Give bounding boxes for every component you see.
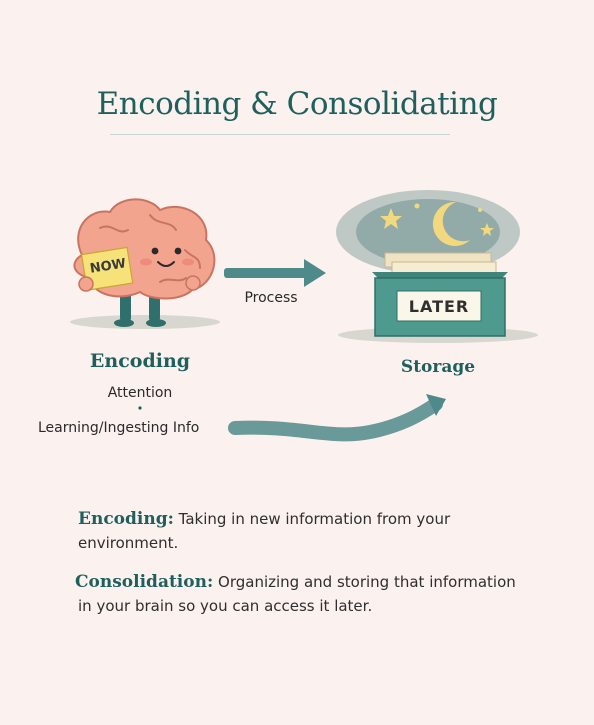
definition-encoding-term: Encoding: <box>78 509 174 529</box>
definition-consolidation-line1: Consolidation: Organizing and storing th… <box>75 570 555 594</box>
title-divider <box>110 134 450 135</box>
encoding-heading: Encoding <box>89 350 191 372</box>
definition-encoding-text-2: environment. <box>78 534 179 552</box>
storage-box-icon <box>338 252 538 343</box>
later-box-label: LATER <box>408 297 470 316</box>
definition-consolidation-text-1: Organizing and storing that information <box>218 573 516 591</box>
now-sign-icon <box>80 246 134 291</box>
curved-arrow-icon <box>228 394 446 442</box>
process-arrow-icon <box>224 259 326 287</box>
encoding-learning-label: Learning/Ingesting Info <box>38 420 200 436</box>
definition-consolidation-term: Consolidation: <box>75 572 214 592</box>
encoding-attention-label: Attention <box>107 385 173 401</box>
storage-heading: Storage <box>400 357 476 377</box>
page-title: Encoding & Consolidating <box>96 86 498 122</box>
definition-encoding-text-1: Taking in new information from your <box>178 510 451 528</box>
definition-consolidation-text-2: in your brain so you can access it later… <box>78 597 373 615</box>
definition-encoding: Encoding: Taking in new information from… <box>78 507 548 555</box>
brain-character-icon <box>70 198 220 329</box>
definition-encoding-line1: Encoding: Taking in new information from… <box>78 507 548 531</box>
divider-dot-icon <box>138 406 142 410</box>
process-label: Process <box>244 290 298 306</box>
definition-consolidation: Consolidation: Organizing and storing th… <box>75 570 555 618</box>
